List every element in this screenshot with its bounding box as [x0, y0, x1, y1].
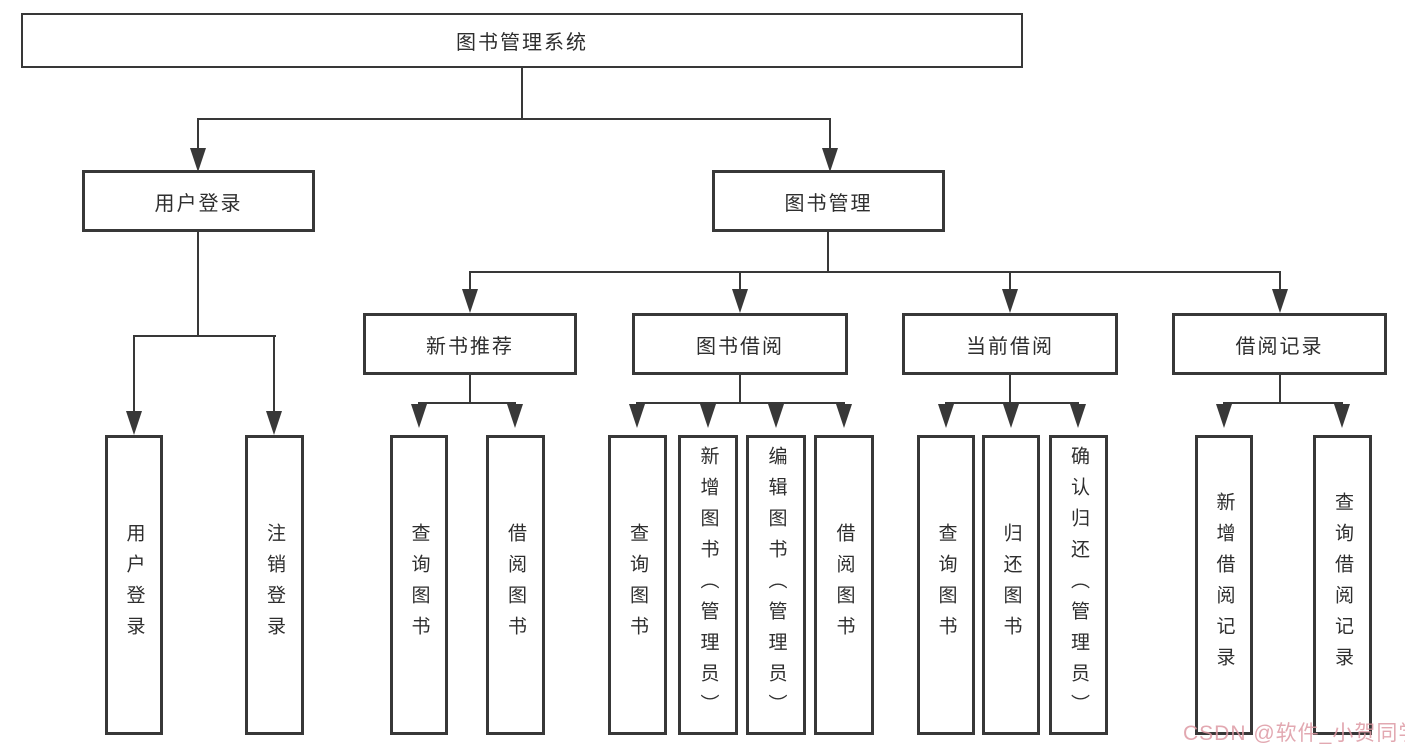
arrowhead-icon: [1334, 404, 1350, 428]
node-book-borrowing: 图书借阅: [632, 313, 848, 375]
connector-group-bar: [636, 402, 845, 404]
leaf-query-books-1: 查询图书: [390, 435, 448, 735]
leaf-query-books-3: 查询图书: [917, 435, 975, 735]
connector-drop-current-borrow: [1009, 271, 1011, 291]
leaf-logout-label: 注销登录: [264, 523, 285, 647]
leaf-add-borrow-record: 新增借阅记录: [1195, 435, 1253, 735]
arrowhead-icon: [836, 404, 852, 428]
leaf-borrow-books-1-label: 借阅图书: [505, 523, 526, 647]
leaf-user-login: 用户登录: [105, 435, 163, 735]
leaf-query-borrow-record-label: 查询借阅记录: [1332, 492, 1353, 678]
connector-drop-borrow-records: [1279, 271, 1281, 291]
node-current-borrowing-label: 当前借阅: [966, 335, 1054, 358]
connector-drop-new-book-rec: [469, 271, 471, 291]
arrowhead-icon: [938, 404, 954, 428]
connector-root-stem: [521, 68, 523, 119]
arrowhead-icon: [507, 404, 523, 428]
arrowhead-icon: [266, 411, 282, 435]
arrowhead-icon: [629, 404, 645, 428]
connector-drop-leaf: [273, 335, 275, 413]
leaf-query-books-3-label: 查询图书: [935, 523, 957, 647]
connector-drop-book-borrow: [739, 271, 741, 291]
connector-drop-book-mgmt: [829, 118, 831, 150]
leaf-edit-books-admin: 编辑图书（管理员）: [746, 435, 806, 735]
node-library-system-label: 图书管理系统: [456, 32, 588, 54]
connector-book-mgmt-bar: [469, 271, 1281, 273]
arrowhead-icon: [822, 148, 838, 172]
node-borrowing-records: 借阅记录: [1172, 313, 1387, 375]
watermark: CSDN @软件_小贺同学: [1183, 722, 1405, 745]
leaf-borrow-books-2: 借阅图书: [814, 435, 874, 735]
arrowhead-icon: [1003, 404, 1019, 428]
connector-group-stem: [1279, 375, 1281, 403]
arrowhead-icon: [462, 289, 478, 313]
node-new-book-recommend-label: 新书推荐: [426, 335, 514, 358]
leaf-return-books: 归还图书: [982, 435, 1040, 735]
leaf-return-books-label: 归还图书: [1000, 523, 1022, 647]
node-book-borrowing-label: 图书借阅: [696, 335, 784, 358]
arrowhead-icon: [126, 411, 142, 435]
arrowhead-icon: [1070, 404, 1086, 428]
leaf-add-books-admin: 新增图书（管理员）: [678, 435, 738, 735]
leaf-confirm-return-admin: 确认归还（管理员）: [1049, 435, 1108, 735]
node-current-borrowing: 当前借阅: [902, 313, 1118, 375]
arrowhead-icon: [732, 289, 748, 313]
arrowhead-icon: [700, 404, 716, 428]
connector-user-login-stem: [197, 232, 199, 336]
connector-drop-leaf: [133, 335, 135, 413]
leaf-borrow-books-1: 借阅图书: [486, 435, 545, 735]
node-book-management: 图书管理: [712, 170, 945, 232]
connector-group-stem: [739, 375, 741, 403]
connector-group-bar: [1223, 402, 1343, 404]
arrowhead-icon: [190, 148, 206, 172]
node-user-login: 用户登录: [82, 170, 315, 232]
leaf-add-books-admin-label: 新增图书（管理员）: [697, 445, 719, 725]
arrowhead-icon: [1002, 289, 1018, 313]
node-library-system: 图书管理系统: [21, 13, 1023, 68]
leaf-borrow-books-2-label: 借阅图书: [833, 523, 855, 647]
arrowhead-icon: [1216, 404, 1232, 428]
connector-drop-user-login: [197, 118, 199, 150]
connector-book-mgmt-stem: [827, 232, 829, 272]
connector-root-bar: [197, 118, 831, 120]
leaf-query-books-2-label: 查询图书: [627, 523, 648, 647]
connector-group-bar: [418, 402, 516, 404]
node-book-management-label: 图书管理: [784, 192, 873, 215]
node-user-login-label: 用户登录: [154, 192, 243, 215]
arrowhead-icon: [411, 404, 427, 428]
leaf-query-borrow-record: 查询借阅记录: [1313, 435, 1372, 735]
leaf-logout: 注销登录: [245, 435, 304, 735]
node-borrowing-records-label: 借阅记录: [1235, 335, 1324, 358]
connector-group-stem: [1009, 375, 1011, 403]
node-new-book-recommend: 新书推荐: [363, 313, 577, 375]
leaf-query-books-2: 查询图书: [608, 435, 667, 735]
connector-user-login-bar: [133, 335, 276, 337]
leaf-edit-books-admin-label: 编辑图书（管理员）: [765, 445, 787, 725]
arrowhead-icon: [1272, 289, 1288, 313]
connector-group-stem: [469, 375, 471, 403]
leaf-add-borrow-record-label: 新增借阅记录: [1213, 492, 1235, 678]
leaf-user-login-label: 用户登录: [123, 523, 145, 647]
connector-group-bar: [945, 402, 1079, 404]
arrowhead-icon: [768, 404, 784, 428]
leaf-confirm-return-admin-label: 确认归还（管理员）: [1068, 445, 1089, 725]
leaf-query-books-1-label: 查询图书: [408, 523, 430, 647]
